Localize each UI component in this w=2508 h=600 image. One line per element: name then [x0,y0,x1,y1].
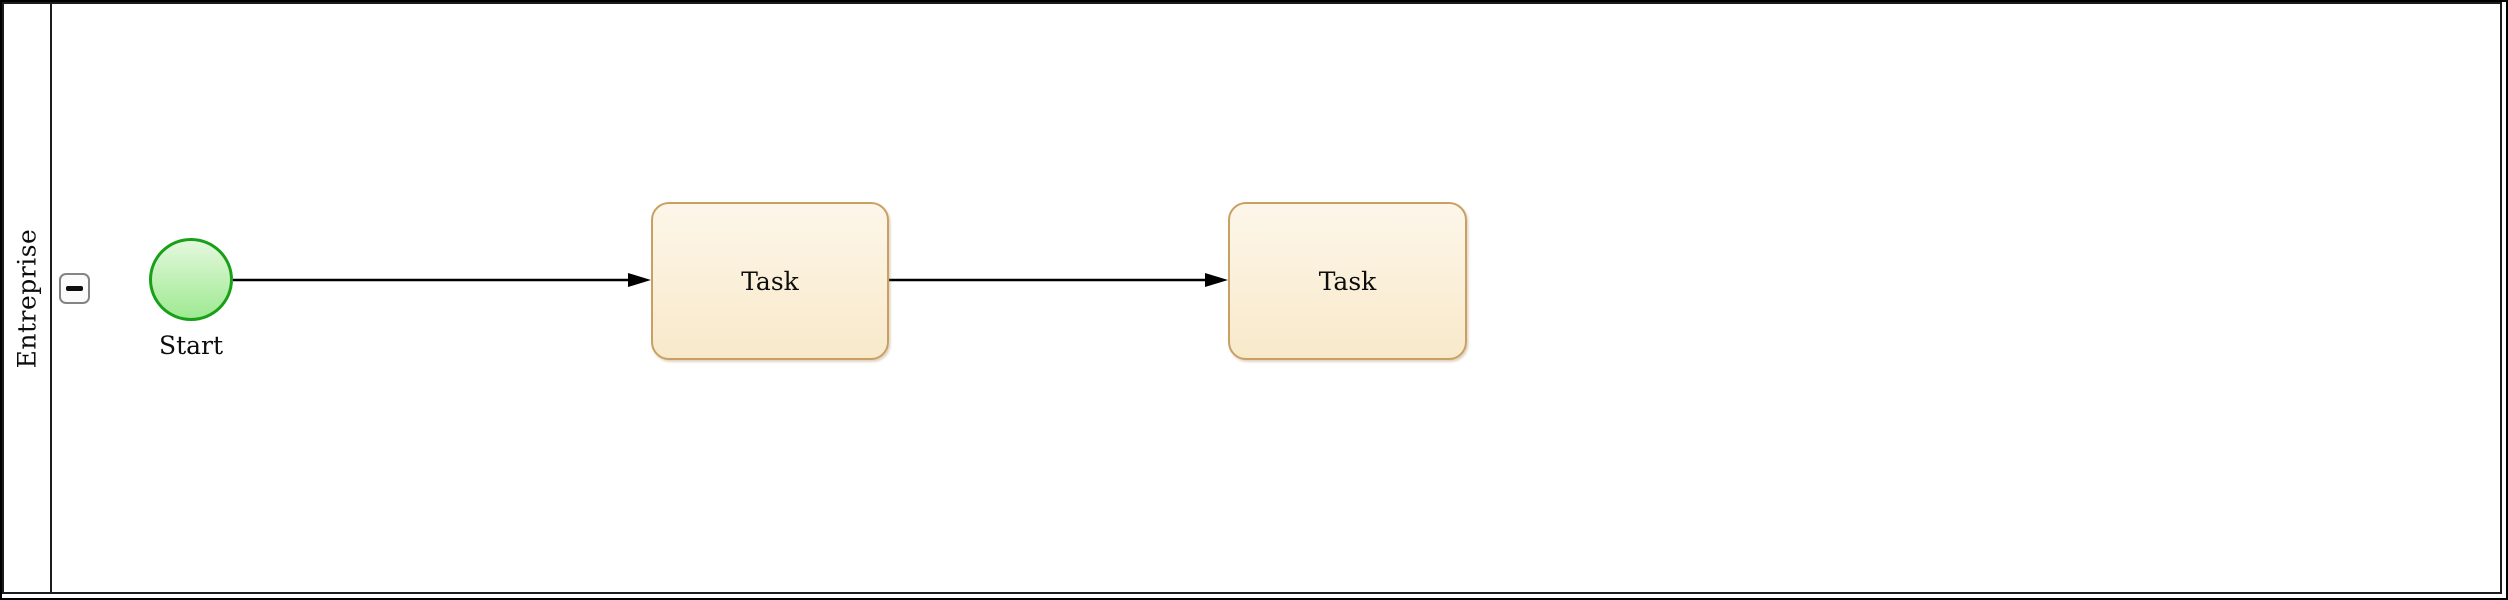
task-label: Task [1318,266,1377,296]
sequence-flow-task1-task2[interactable] [889,273,1228,287]
pool-label-band[interactable]: Entreprise [4,4,52,592]
minus-icon [66,286,83,291]
start-event-label: Start [158,331,224,360]
arrowhead-icon [628,273,651,287]
task-node-1[interactable]: Task [651,202,889,360]
sequence-flows-layer [233,273,1228,287]
pool-collapse-button[interactable] [59,273,90,304]
arrowhead-icon [1205,273,1228,287]
task-node-2[interactable]: Task [1228,202,1467,360]
start-event-node[interactable] [149,238,233,321]
task-label: Task [741,266,799,296]
sequence-flow-start-task1[interactable] [233,273,651,287]
